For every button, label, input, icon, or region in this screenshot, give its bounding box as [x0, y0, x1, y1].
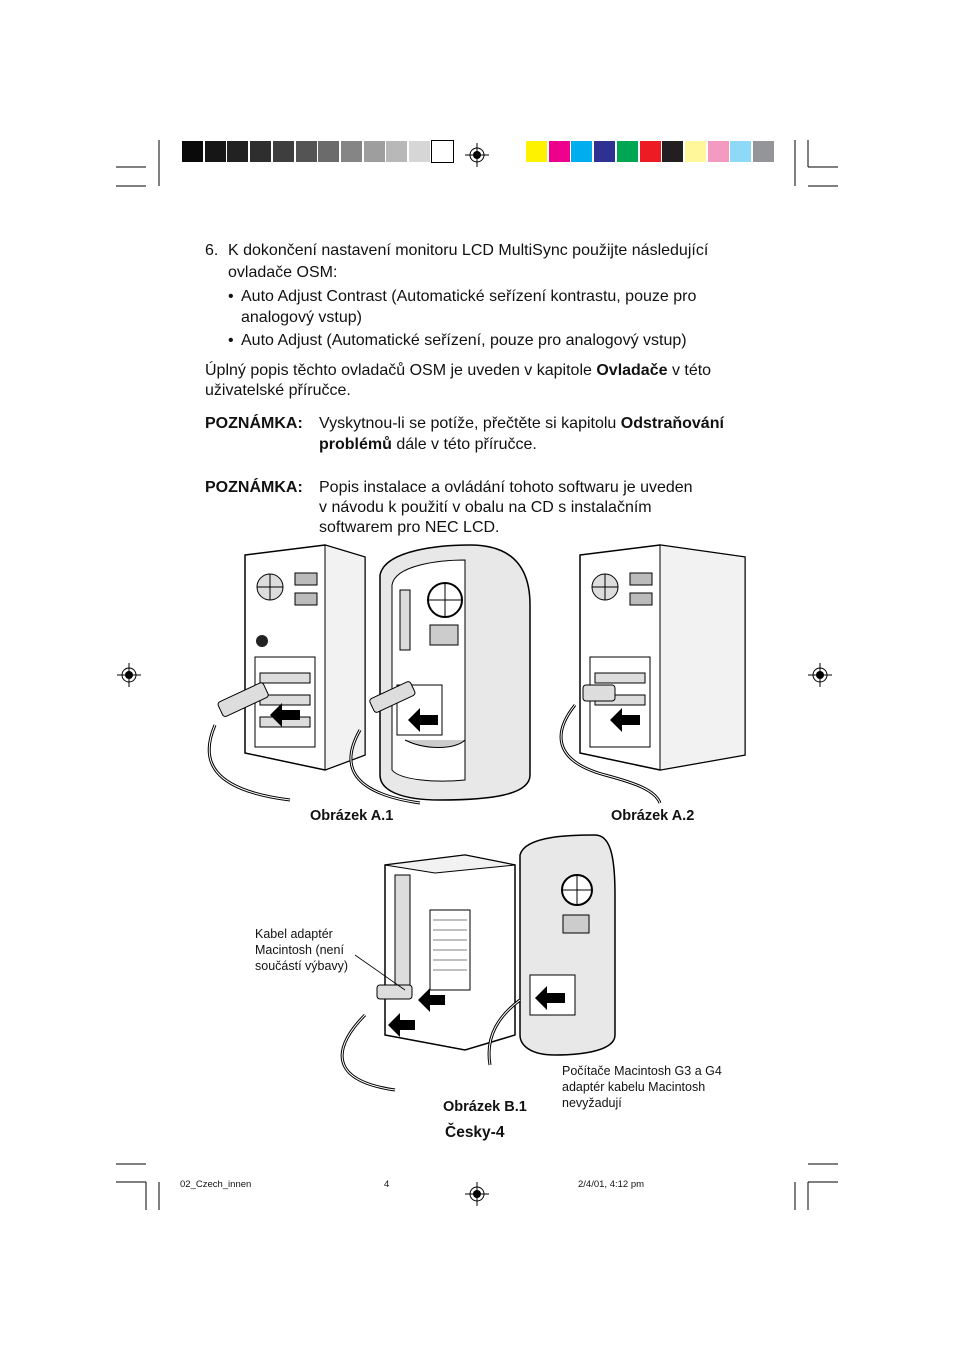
color-swatch: [639, 141, 661, 162]
color-swatch: [272, 141, 294, 162]
desc-line1: Úplný popis těchto ovladačů OSM je uvede…: [205, 361, 711, 381]
color-swatch: [684, 141, 706, 162]
color-swatch: [182, 141, 203, 162]
note1-line2-bold: problémů: [319, 436, 392, 453]
note2-line1: Popis instalace a ovládání tohoto softwa…: [319, 479, 693, 496]
callout-left-line3: součástí výbavy): [255, 959, 349, 973]
caption-figure-b1: Obrázek B.1: [443, 1099, 527, 1115]
note1-line1-pre: Vyskytnou-li se potíže, přečtěte si kapi…: [319, 415, 621, 432]
desc-line1-bold: Ovladače: [596, 362, 668, 379]
color-swatch: [227, 141, 249, 162]
note2-label: POZNÁMKA:: [205, 479, 303, 496]
color-swatch: [571, 141, 593, 162]
registration-mark-left: [117, 663, 141, 687]
footer-timestamp: 2/4/01, 4:12 pm: [578, 1179, 645, 1190]
step-6-number: 6.: [205, 242, 219, 259]
note2-line3: softwarem pro NEC LCD.: [319, 519, 500, 536]
color-swatch: [753, 141, 774, 162]
callout-right-line1: Počítače Macintosh G3 a G4: [562, 1064, 722, 1078]
step-6-line2: ovladače OSM:: [228, 264, 338, 281]
bullet-marker: •: [228, 332, 234, 349]
color-swatch: [340, 141, 362, 162]
color-swatch: [594, 141, 616, 162]
color-swatch: [616, 141, 638, 162]
note1-line2: problémů dále v této příručce.: [319, 435, 537, 455]
figure-a2-illustration: [559, 544, 746, 804]
desc-line2: uživatelské příručce.: [205, 382, 351, 399]
footer-filename: 02_Czech_innen: [180, 1179, 252, 1190]
callout-left-line1: Kabel adaptér: [255, 927, 333, 941]
color-swatch: [295, 141, 317, 162]
note2-line2: v návodu k použití v obalu na CD s insta…: [319, 499, 652, 516]
figure-b1-illustration: [340, 834, 616, 1092]
color-swatch: [409, 141, 430, 162]
desc-line1-pre: Úplný popis těchto ovladačů OSM je uvede…: [205, 362, 597, 379]
note1-label: POZNÁMKA:: [205, 415, 303, 432]
color-swatch: [386, 141, 408, 162]
note1-line2-post: dále v této příručce.: [391, 436, 537, 453]
desc-line1-post: v této: [667, 362, 712, 379]
callout-mac-g3-g4-note: Počítače Macintosh G3 a G4 adaptér kabel…: [562, 1063, 722, 1111]
bullet-1-line1: Auto Adjust Contrast (Automatické seříze…: [241, 288, 697, 305]
bullet-1-line2: analogový vstup): [241, 309, 362, 326]
caption-figure-a2: Obrázek A.2: [611, 808, 695, 824]
bullet-2-line1: Auto Adjust (Automatické seřízení, pouze…: [241, 332, 687, 349]
registration-mark-right: [808, 663, 832, 687]
color-swatch: [430, 140, 454, 163]
color-swatch: [318, 141, 340, 162]
callout-left-line2: Macintosh (není: [255, 943, 344, 957]
color-swatch: [526, 141, 547, 162]
bullet-marker: •: [228, 288, 234, 305]
color-swatch: [662, 141, 684, 162]
color-swatch: [204, 141, 226, 162]
color-swatch: [730, 141, 752, 162]
page-label: Česky-4: [445, 1124, 505, 1141]
note1-line1-bold: Odstraňování: [620, 415, 724, 432]
note1-line1: Vyskytnou-li se potíže, přečtěte si kapi…: [319, 414, 724, 434]
figure-a1-illustration: [207, 544, 531, 805]
callout-adapter-note: Kabel adaptér Macintosh (není součástí v…: [255, 926, 348, 974]
color-swatch: [707, 141, 729, 162]
color-swatch: [363, 141, 385, 162]
registration-mark-bottom: [465, 1182, 489, 1206]
caption-figure-a1: Obrázek A.1: [310, 808, 394, 824]
footer-page-number: 4: [384, 1179, 390, 1190]
callout-right-line2: adaptér kabelu Macintosh: [562, 1080, 706, 1094]
registration-mark-top: [465, 143, 489, 167]
callout-right-line3: nevyžadují: [562, 1096, 622, 1110]
color-swatch: [250, 141, 272, 162]
step-6-line1: K dokončení nastavení monitoru LCD Multi…: [228, 242, 709, 259]
color-swatch: [548, 141, 570, 162]
